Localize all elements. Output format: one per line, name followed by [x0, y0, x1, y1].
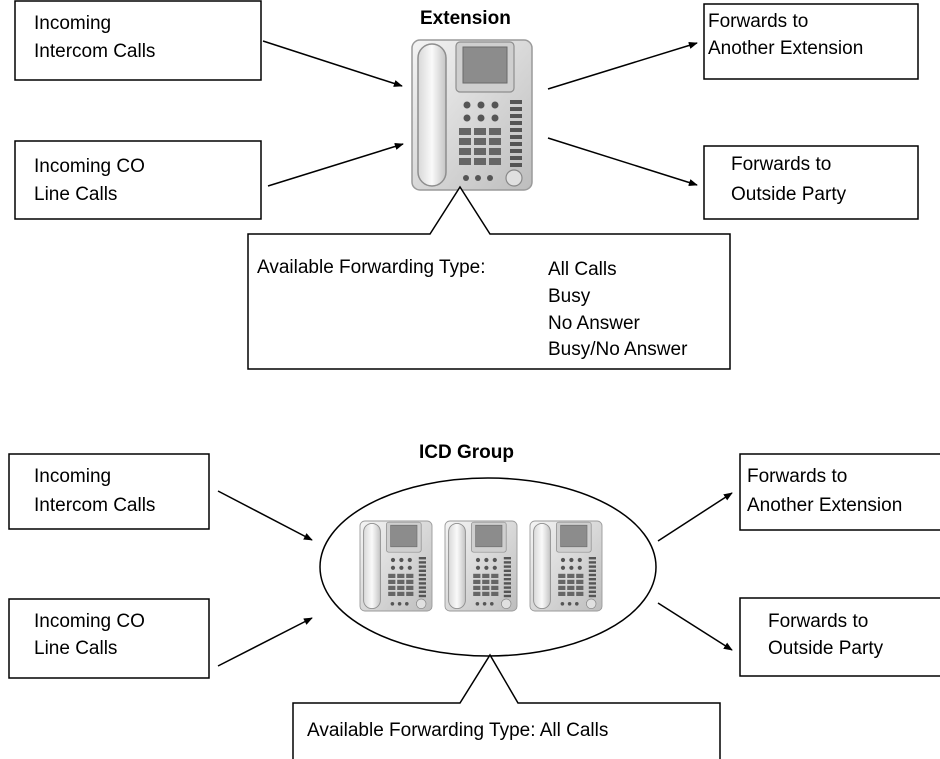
ext-forwarding-callout	[247, 185, 731, 370]
icd-output-another-ext-line1: Forwards to	[747, 466, 848, 487]
ext-input-box-intercom	[14, 0, 262, 81]
ext-arrow-co-line	[267, 142, 404, 187]
icd-forwarding-label: Available Forwarding Type: All Calls	[307, 720, 609, 741]
icd-arrow-co-line	[217, 617, 313, 667]
ext-forwarding-label: Available Forwarding Type:	[257, 257, 486, 278]
ext-input-box-co-line	[14, 140, 262, 220]
ext-output-another-ext-line1: Forwards to	[708, 11, 809, 32]
icd-phone-icon	[359, 520, 433, 612]
icd-input-intercom-line2: Intercom Calls	[34, 495, 156, 516]
icd-forwarding-callout	[292, 653, 721, 759]
icd-output-box-outside-party	[739, 597, 940, 677]
icd-input-co-line2: Line Calls	[34, 638, 118, 659]
ext-input-intercom-line1: Incoming	[34, 13, 112, 34]
ext-forwarding-type: Busy/No Answer	[548, 339, 688, 360]
icd-group-title: ICD Group	[419, 442, 514, 463]
ext-forwarding-type: Busy	[548, 286, 591, 307]
ext-arrow-another-extension	[547, 41, 698, 90]
icd-phone-icon	[529, 520, 603, 612]
icd-output-outside-line1: Forwards to	[768, 611, 869, 632]
ext-forwarding-type: All Calls	[548, 259, 617, 280]
icd-output-outside-line2: Outside Party	[768, 638, 884, 659]
ext-arrow-outside-party	[547, 137, 698, 186]
extension-title: Extension	[420, 8, 511, 29]
ext-output-outside-line2: Outside Party	[731, 184, 847, 205]
ext-output-box-another-extension	[703, 3, 919, 80]
icd-input-box-intercom	[8, 453, 210, 530]
ext-arrow-intercom	[262, 40, 403, 87]
ext-input-co-line1: Incoming CO	[34, 156, 145, 177]
icd-phone-icon	[444, 520, 518, 612]
icd-input-box-co-line	[8, 598, 210, 679]
ext-output-box-outside-party	[703, 145, 919, 220]
ext-output-another-ext-line2: Another Extension	[708, 38, 864, 59]
ext-input-intercom-line2: Intercom Calls	[34, 41, 156, 62]
icd-input-co-line1: Incoming CO	[34, 611, 145, 632]
icd-input-intercom-line1: Incoming	[34, 466, 112, 487]
ext-input-co-line2: Line Calls	[34, 184, 118, 205]
icd-arrow-intercom	[217, 490, 313, 541]
icd-output-box-another-extension	[739, 453, 940, 531]
extension-phone-icon	[411, 39, 533, 191]
icd-output-another-ext-line2: Another Extension	[747, 495, 903, 516]
icd-arrow-another-extension	[657, 492, 733, 542]
ext-forwarding-type: No Answer	[548, 313, 640, 334]
icd-arrow-outside-party	[657, 602, 733, 651]
ext-output-outside-line1: Forwards to	[731, 154, 832, 175]
